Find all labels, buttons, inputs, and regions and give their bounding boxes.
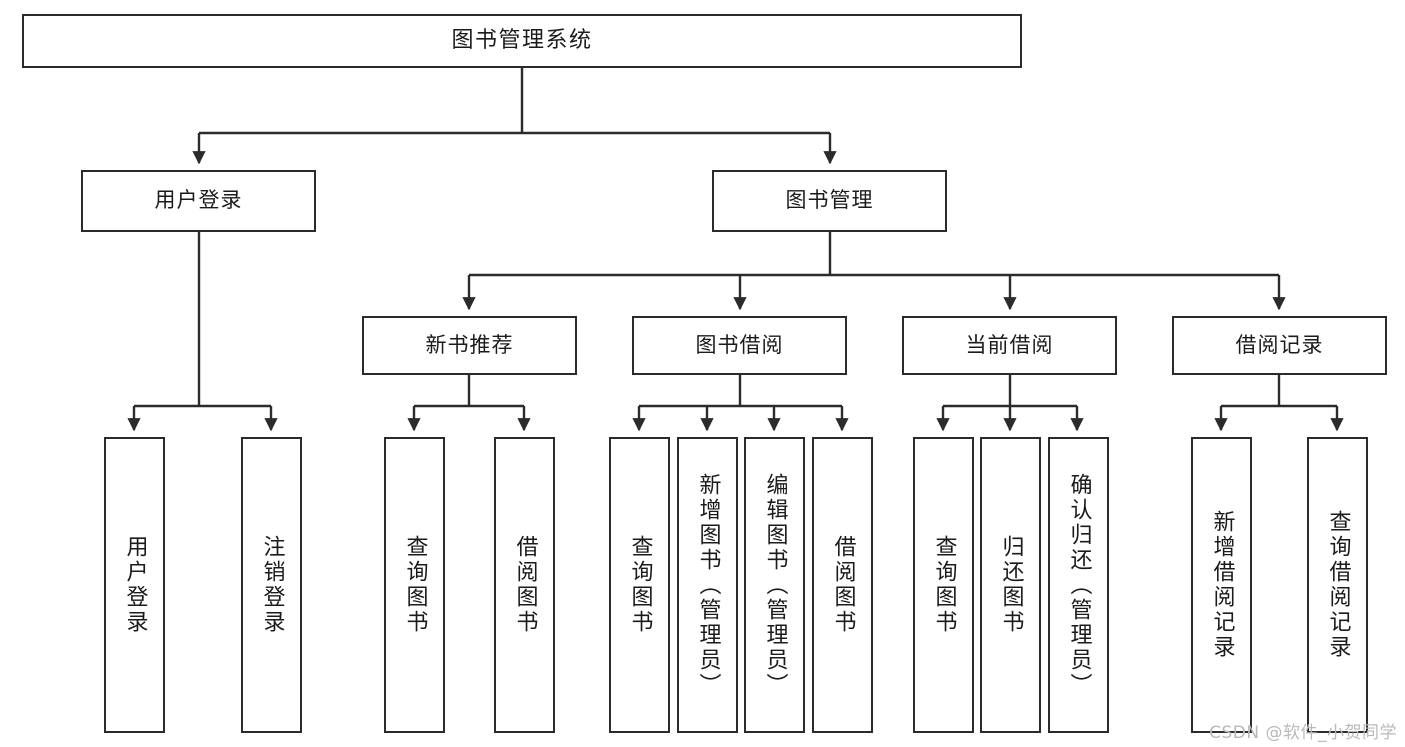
node-label: 用户登录 bbox=[154, 188, 243, 213]
node-label: 图书管理系统 bbox=[451, 27, 593, 53]
leaf-borrow-book-recommend[interactable]: 借阅图书 bbox=[494, 437, 555, 733]
node-label: 图书管理 bbox=[785, 188, 874, 213]
node-label: 确认归还（管理员） bbox=[1066, 472, 1092, 698]
leaf-query-book-recommend[interactable]: 查询图书 bbox=[384, 437, 445, 733]
leaf-edit-book-admin[interactable]: 编辑图书（管理员） bbox=[744, 437, 805, 733]
node-label: 编辑图书（管理员） bbox=[762, 472, 788, 698]
leaf-return-book[interactable]: 归还图书 bbox=[980, 437, 1041, 733]
node-new-book-recommend[interactable]: 新书推荐 bbox=[362, 316, 577, 375]
leaf-confirm-return-admin[interactable]: 确认归还（管理员） bbox=[1048, 437, 1109, 733]
leaf-logout[interactable]: 注销登录 bbox=[241, 437, 302, 733]
node-label: 新增图书（管理员） bbox=[695, 472, 721, 698]
node-user-login[interactable]: 用户登录 bbox=[81, 170, 316, 232]
leaf-add-borrow-record[interactable]: 新增借阅记录 bbox=[1191, 437, 1252, 733]
node-label: 当前借阅 bbox=[965, 332, 1054, 357]
leaf-query-borrow-record[interactable]: 查询借阅记录 bbox=[1307, 437, 1368, 733]
node-current-borrow[interactable]: 当前借阅 bbox=[902, 316, 1117, 375]
node-book-borrow[interactable]: 图书借阅 bbox=[632, 316, 847, 375]
leaf-user-login[interactable]: 用户登录 bbox=[104, 437, 165, 733]
node-label: 查询借阅记录 bbox=[1325, 510, 1351, 660]
node-label: 新书推荐 bbox=[425, 332, 514, 357]
node-book-management[interactable]: 图书管理 bbox=[712, 170, 947, 232]
node-label: 借阅记录 bbox=[1235, 332, 1324, 357]
leaf-query-book-current[interactable]: 查询图书 bbox=[913, 437, 974, 733]
node-root-system[interactable]: 图书管理系统 bbox=[22, 14, 1022, 68]
node-borrow-records[interactable]: 借阅记录 bbox=[1172, 316, 1387, 375]
leaf-add-book-admin[interactable]: 新增图书（管理员） bbox=[677, 437, 738, 733]
leaf-query-book-borrow[interactable]: 查询图书 bbox=[609, 437, 670, 733]
csdn-watermark: CSDN @软件_小贺同学 bbox=[1209, 723, 1397, 743]
node-label: 查询图书 bbox=[931, 535, 957, 635]
leaf-borrow-book[interactable]: 借阅图书 bbox=[812, 437, 873, 733]
node-label: 查询图书 bbox=[402, 535, 428, 635]
node-label: 注销登录 bbox=[259, 535, 285, 635]
node-label: 新增借阅记录 bbox=[1209, 510, 1235, 660]
node-label: 图书借阅 bbox=[695, 332, 784, 357]
node-label: 借阅图书 bbox=[512, 535, 538, 635]
node-label: 借阅图书 bbox=[830, 535, 856, 635]
node-label: 归还图书 bbox=[998, 535, 1024, 635]
node-label: 查询图书 bbox=[627, 535, 653, 635]
node-label: 用户登录 bbox=[122, 535, 148, 635]
